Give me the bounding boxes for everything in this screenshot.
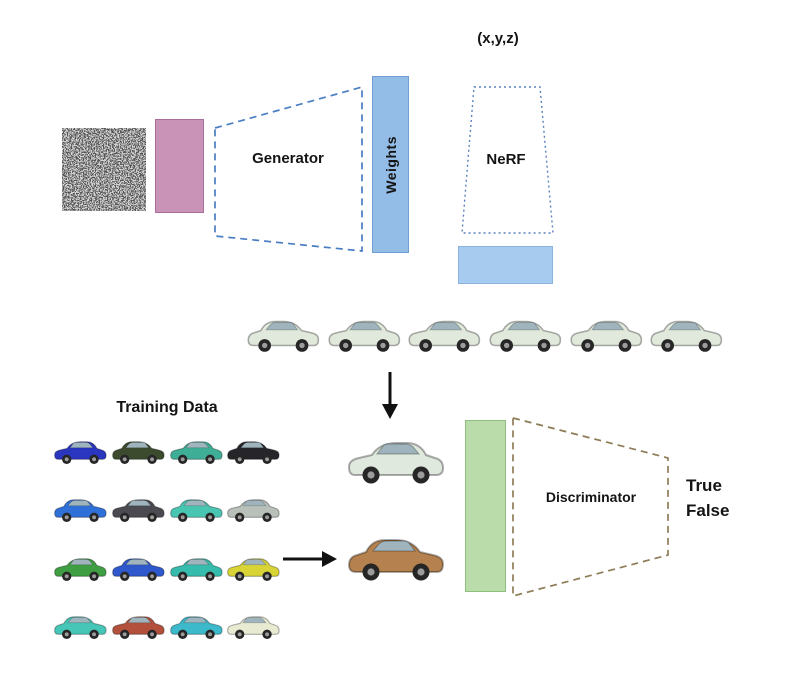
generated-car-top xyxy=(346,418,446,504)
weights-block: Weights xyxy=(372,76,409,253)
car-icon xyxy=(54,499,107,523)
car-icon xyxy=(227,557,280,581)
rendered-cars-row xyxy=(246,303,724,367)
rendered-car xyxy=(569,303,644,367)
discriminator-input-block xyxy=(465,420,506,592)
generator-trapezoid xyxy=(214,85,363,252)
nerf-output-block xyxy=(458,246,553,284)
car-icon xyxy=(111,557,165,581)
generator-outline xyxy=(214,85,363,252)
nerf-label: NeRF xyxy=(486,151,526,168)
car-icon xyxy=(408,320,481,352)
training-car xyxy=(111,599,166,654)
car-icon xyxy=(54,615,107,639)
latent-code-block xyxy=(155,119,204,213)
rendered-car xyxy=(488,303,563,367)
car-icon xyxy=(489,320,562,352)
training-car xyxy=(226,482,281,537)
car-icon xyxy=(54,441,107,464)
training-car xyxy=(169,599,224,654)
training-car xyxy=(226,599,281,654)
car-icon xyxy=(111,499,165,523)
training-car xyxy=(169,541,224,596)
training-grid xyxy=(53,424,281,654)
car-icon xyxy=(227,499,280,523)
discriminator-label: Discriminator xyxy=(545,489,637,505)
car-icon xyxy=(111,441,165,464)
training-car xyxy=(226,424,281,479)
rendered-car xyxy=(649,303,724,367)
training-data-label: Training Data xyxy=(116,399,218,416)
rendered-car xyxy=(407,303,482,367)
car-icon xyxy=(650,320,723,352)
rendered-car xyxy=(327,303,402,367)
car-icon xyxy=(169,441,223,464)
training-car xyxy=(169,424,224,479)
car-icon xyxy=(169,557,223,581)
training-car xyxy=(111,482,166,537)
car-icon xyxy=(247,320,320,352)
discriminator-outline xyxy=(512,416,669,598)
generated-car-bottom xyxy=(346,522,446,594)
true-label: True xyxy=(686,476,722,495)
training-car xyxy=(226,541,281,596)
training-car xyxy=(111,541,166,596)
car-icon xyxy=(328,320,400,352)
car-icon xyxy=(227,615,280,639)
car-icon xyxy=(169,615,223,639)
car-icon xyxy=(347,539,445,581)
down-arrow xyxy=(382,372,398,419)
car-icon xyxy=(111,615,165,639)
xyz-coords-label: (x,y,z) xyxy=(477,30,519,47)
car-icon xyxy=(570,320,642,352)
car-icon xyxy=(227,441,280,464)
right-arrow xyxy=(283,551,337,567)
training-car xyxy=(53,599,108,654)
output-labels: True False xyxy=(686,474,729,523)
discriminator-trapezoid xyxy=(512,416,669,598)
weights-label: Weights xyxy=(382,135,399,194)
training-car xyxy=(53,482,108,537)
car-icon xyxy=(347,442,445,484)
generator-label: Generator xyxy=(252,150,324,167)
training-car xyxy=(53,424,108,479)
car-icon xyxy=(54,557,107,581)
training-car xyxy=(111,424,166,479)
car-icon xyxy=(169,499,223,523)
rendered-car xyxy=(246,303,321,367)
noise-input-image xyxy=(62,128,146,211)
training-car xyxy=(53,541,108,596)
training-car xyxy=(169,482,224,537)
false-label: False xyxy=(686,500,730,520)
